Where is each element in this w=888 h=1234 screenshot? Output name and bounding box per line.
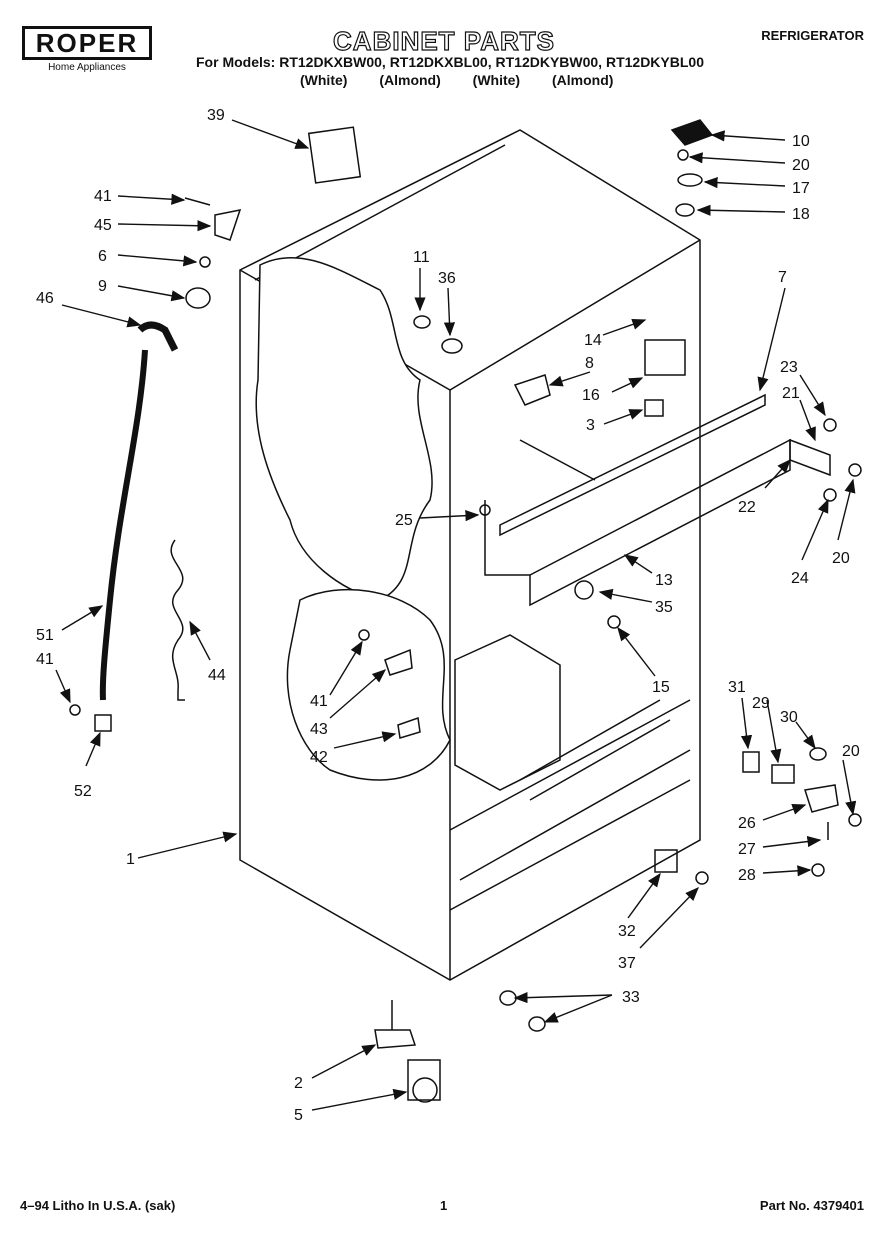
callout-number: 43: [310, 721, 328, 738]
color-label: (White): [300, 72, 348, 88]
callout-number: 36: [438, 270, 456, 287]
cabinet-drawing: [69, 119, 862, 1103]
callout-number: 20: [832, 550, 850, 567]
callout-number: 20: [842, 743, 860, 760]
callout-number: 28: [738, 867, 756, 884]
callout-number: 26: [738, 815, 756, 832]
callout-number: 29: [752, 695, 770, 712]
callout-number: 30: [780, 709, 798, 726]
callout-number: 39: [207, 107, 225, 124]
model-list: For Models: RT12DKXBW00, RT12DKXBL00, RT…: [196, 54, 704, 70]
color-label: (Almond): [551, 72, 614, 88]
callout-number: 17: [792, 180, 810, 197]
callout-leaders: [55, 119, 857, 1111]
callout-number: 41: [94, 188, 112, 205]
callout-number: 1: [126, 851, 135, 868]
callout-numbers: 39 10 20 17 18 41 45 6 9 46 11 36 7 14 8…: [36, 107, 860, 1124]
callout-number: 18: [792, 206, 810, 223]
brand-subtitle: Home Appliances: [48, 62, 126, 73]
callout-number: 2: [294, 1075, 303, 1092]
callout-number: 27: [738, 841, 756, 858]
callout-number: 25: [395, 512, 413, 529]
callout-number: 6: [98, 248, 107, 265]
model-colors: (White) (Almond) (White) (Almond): [300, 72, 641, 88]
callout-number: 45: [94, 217, 112, 234]
callout-number: 32: [618, 923, 636, 940]
callout-number: 11: [413, 249, 430, 266]
color-label: (White): [472, 72, 521, 88]
callout-number: 10: [792, 133, 810, 150]
callout-number: 52: [74, 783, 92, 800]
print-info: 4–94 Litho In U.S.A. (sak): [20, 1198, 176, 1213]
callout-number: 37: [618, 955, 636, 972]
callout-number: 8: [585, 355, 594, 372]
callout-number: 41: [36, 651, 54, 668]
callout-number: 51: [36, 627, 54, 644]
page-number: 1: [440, 1198, 448, 1213]
callout-number: 22: [738, 499, 756, 516]
callout-number: 9: [98, 278, 107, 295]
brand-logo: ROPER Home Appliances: [22, 26, 152, 73]
part-number: Part No. 4379401: [759, 1198, 864, 1213]
header: ROPER Home Appliances CABINET PARTS REFR…: [0, 0, 888, 100]
callout-number: 21: [782, 385, 800, 402]
color-label: (Almond): [379, 72, 441, 88]
appliance-category: REFRIGERATOR: [761, 28, 864, 43]
page-title: CABINET PARTS: [332, 25, 555, 56]
callout-number: 3: [586, 417, 595, 434]
callout-number: 33: [622, 989, 640, 1006]
callout-number: 41: [310, 693, 328, 710]
callout-number: 14: [584, 332, 602, 349]
callout-number: 24: [791, 570, 809, 587]
callout-number: 15: [652, 679, 670, 696]
callout-number: 46: [36, 290, 54, 307]
callout-number: 13: [655, 572, 673, 589]
callout-number: 20: [792, 157, 810, 174]
callout-number: 23: [780, 359, 798, 376]
callout-number: 7: [778, 269, 787, 286]
brand-name: ROPER: [22, 26, 152, 60]
callout-number: 31: [728, 679, 746, 696]
callout-number: 44: [208, 667, 226, 684]
callout-number: 16: [582, 387, 600, 404]
callout-number: 5: [294, 1107, 303, 1124]
callout-number: 35: [655, 599, 673, 616]
callout-number: 42: [310, 749, 328, 766]
